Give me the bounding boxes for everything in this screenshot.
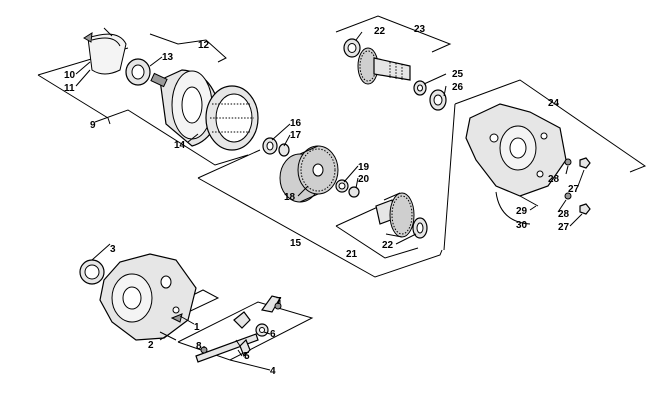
- case-cover-24-part: [465, 103, 567, 197]
- callout-label-2: 2: [148, 340, 154, 351]
- callout-label-15: 15: [290, 238, 302, 249]
- nut-27-lower-part: [579, 203, 591, 215]
- callout-label-28-lower: 28: [558, 209, 570, 220]
- group-bracket-21: [335, 205, 419, 259]
- washer-25-part: [413, 80, 427, 96]
- ring-19-part: [335, 179, 349, 193]
- front-case-part: [99, 253, 197, 341]
- bearing-13-part: [125, 58, 151, 86]
- callout-label-17: 17: [290, 130, 302, 141]
- shift-shaft-part: [195, 311, 259, 363]
- callout-label-19: 19: [358, 162, 370, 173]
- callout-label-1: 1: [194, 322, 200, 333]
- group-bracket-15: [197, 149, 443, 278]
- counter-shaft-23-part: [357, 47, 411, 85]
- callout-label-10: 10: [64, 70, 76, 81]
- nut-27-upper-part: [579, 157, 591, 169]
- bolt-28-upper-part: [564, 158, 572, 166]
- callout-label-21: 21: [346, 249, 358, 260]
- group-bracket-23: [335, 15, 452, 53]
- callout-label-20: 20: [358, 174, 370, 185]
- callout-label-30: 30: [516, 220, 528, 231]
- bolt-29-part: [519, 195, 539, 207]
- arrow-marker: [170, 313, 183, 323]
- callout-label-8: 8: [196, 341, 202, 352]
- callout-label-29: 29: [516, 206, 528, 217]
- washer-16-part: [262, 137, 278, 155]
- callout-label-11: 11: [64, 83, 75, 94]
- callout-label-27-upper: 27: [568, 184, 580, 195]
- group-bracket-12: [149, 33, 227, 63]
- callout-label-24: 24: [548, 98, 560, 109]
- callout-label-9: 9: [90, 120, 96, 131]
- callout-label-23: 23: [414, 24, 426, 35]
- washer-6-part: [255, 323, 269, 337]
- callout-label-25: 25: [452, 69, 464, 80]
- group-bracket-24: [443, 79, 647, 251]
- clutch-basket-part: [205, 85, 259, 151]
- bearing-22-upper-part: [343, 38, 361, 58]
- bearing-22-lower-part: [412, 217, 428, 239]
- washer-17-part: [278, 143, 290, 157]
- spring-5-part: [235, 339, 243, 357]
- callout-label-18: 18: [284, 192, 296, 203]
- dowel-2-part: [159, 331, 177, 341]
- lever-7-part: [260, 295, 282, 313]
- callout-label-13: 13: [162, 52, 174, 63]
- seal-ring-part: [83, 32, 127, 75]
- callout-label-26: 26: [452, 82, 464, 93]
- washer-20-part: [348, 186, 360, 198]
- callout-label-22-upper: 22: [374, 26, 386, 37]
- bearing-26-part: [429, 89, 447, 111]
- output-shaft-gear-part: [375, 192, 415, 238]
- drive-gear-18-part: [279, 145, 339, 203]
- callout-label-16: 16: [290, 118, 302, 129]
- callout-label-5: 5: [244, 351, 250, 362]
- callout-label-22-lower: 22: [382, 240, 394, 251]
- callout-label-27-lower: 27: [558, 222, 570, 233]
- oil-seal-3-part: [79, 259, 105, 285]
- bolt-28-lower-part: [564, 192, 572, 200]
- callout-label-6: 6: [270, 329, 276, 340]
- arrow-marker: [83, 32, 93, 43]
- leader-lines: [75, 27, 585, 359]
- callout-label-14: 14: [174, 140, 186, 151]
- callout-label-28-upper: 28: [548, 174, 560, 185]
- callout-label-4: 4: [270, 366, 276, 377]
- callout-label-12: 12: [198, 40, 210, 51]
- callout-label-7: 7: [276, 296, 282, 307]
- callout-label-3: 3: [110, 244, 116, 255]
